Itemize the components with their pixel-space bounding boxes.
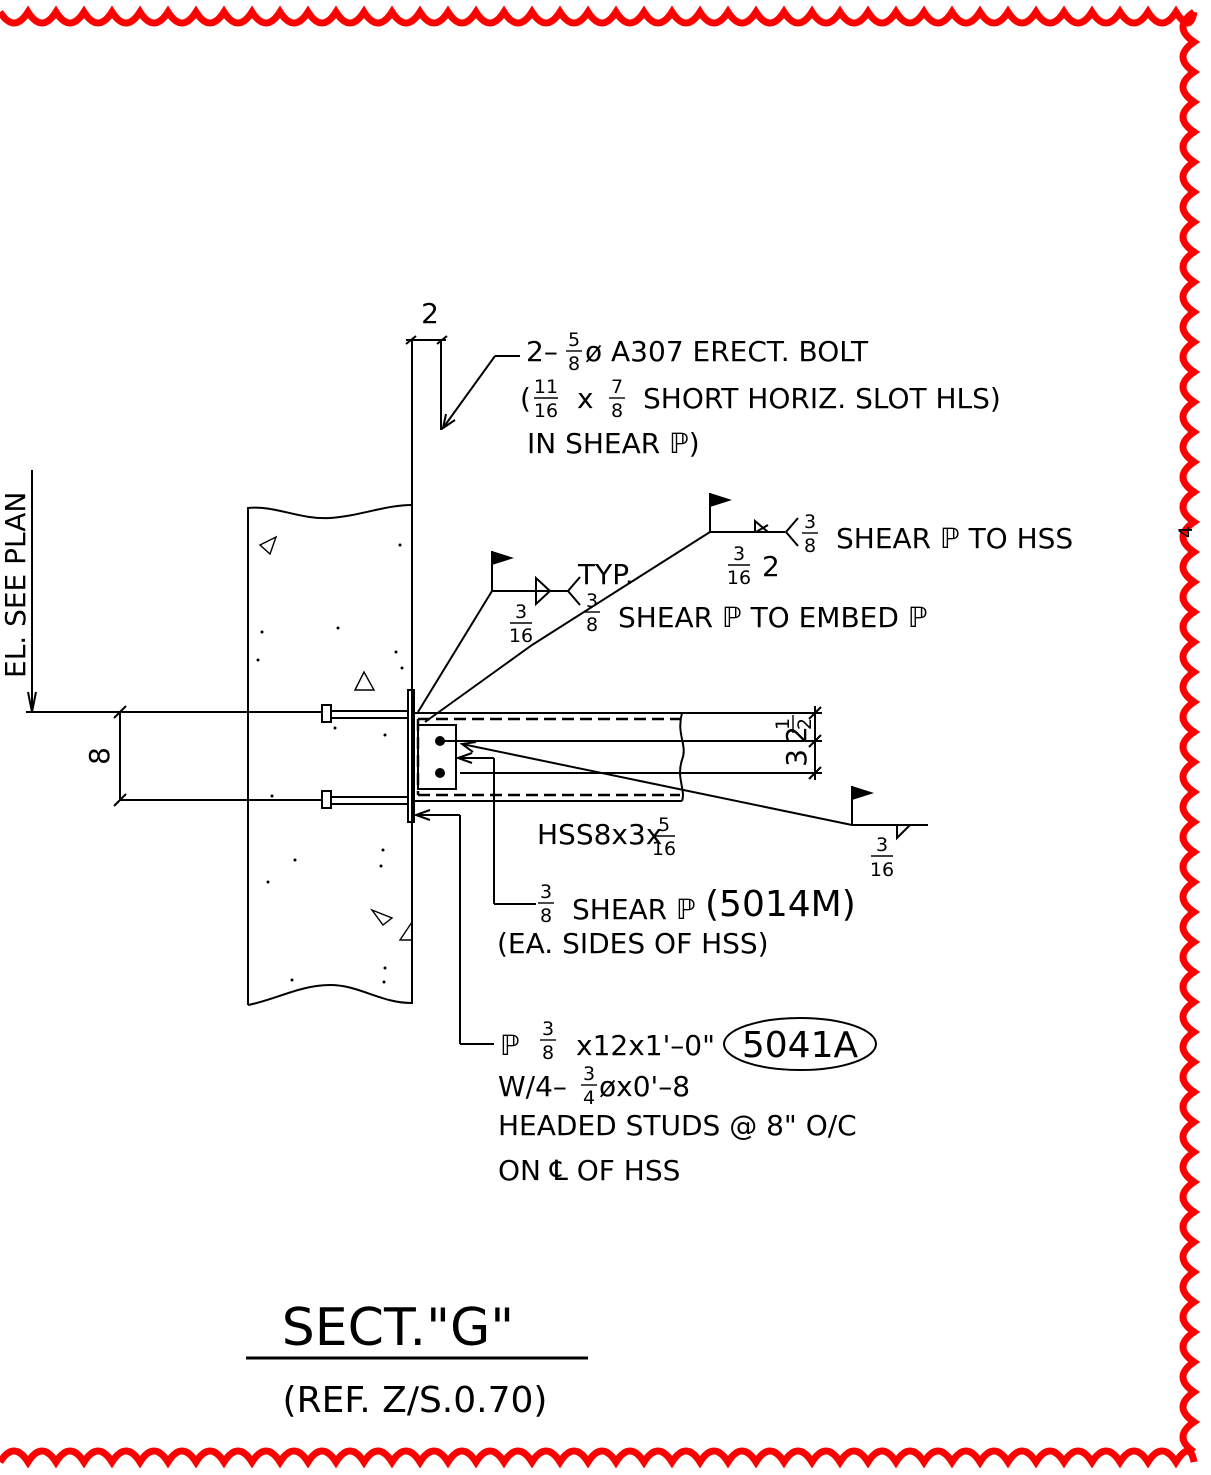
- weld-bottom-num: 3: [876, 834, 888, 856]
- embed-note-line3: HEADED STUDS @ 8" O/C: [498, 1109, 857, 1142]
- field-weld-flag-embed: [492, 551, 514, 565]
- weld-embed-lower-num: 3: [515, 601, 527, 623]
- bolt-note: 2– 5 8 ø A307 ERECT. BOLT ( 11 16 x 7 8 …: [441, 329, 1001, 460]
- shear-plate-frac-num: 3: [540, 881, 552, 903]
- slot-width-num: 11: [534, 376, 558, 398]
- shear-plate: [417, 724, 457, 790]
- concrete-dots: [256, 543, 404, 984]
- hss-member: [414, 712, 685, 802]
- shear-plate-line2: (EA. SIDES OF HSS): [497, 927, 769, 960]
- bolt-note-frac-num: 5: [568, 329, 580, 351]
- revision-cloud-top: [0, 5, 1198, 27]
- bolt-note-line3: IN SHEAR ℙ): [527, 427, 700, 460]
- shear-plate-note: 3 8 SHEAR ℙ (5014M) (EA. SIDES OF HSS): [455, 752, 856, 960]
- embed-plate-note: ℙ 3 8 x12x1'–0" 5041A W/4– 3 4 øx0'–8 HE…: [413, 809, 877, 1187]
- hss-label-text: HSS8x3x: [537, 818, 662, 851]
- weld-symbol-bottom: 3 16: [459, 741, 928, 881]
- concrete-aggregate-marks: [258, 535, 413, 941]
- weld-embed-size-num: 3: [586, 590, 598, 612]
- edge-fragment: 4: [1175, 526, 1197, 538]
- shear-plate-text: SHEAR ℙ: [572, 893, 696, 926]
- weld-top-length: 2: [762, 550, 780, 583]
- dim-right-small: 2: [780, 726, 813, 744]
- embed-plate-mark: 5041A: [742, 1025, 859, 1066]
- revision-cloud: [0, 5, 1201, 1469]
- field-weld-flag-bottom: [852, 786, 874, 800]
- embed-note-line2-prefix: W/4–: [498, 1070, 567, 1103]
- embed-plate-frac-num: 3: [542, 1018, 554, 1040]
- section-reference: (REF. Z/S.0.70): [283, 1380, 548, 1421]
- bolt-note-prefix: 2–: [526, 335, 558, 368]
- embed-note-line4: ON ℄ OF HSS: [498, 1154, 680, 1187]
- piece-mark-bubble: [723, 1017, 877, 1071]
- weld-embed-size-den: 8: [586, 614, 598, 636]
- weld-bottom-den: 16: [870, 859, 894, 881]
- embed-plate: [321, 689, 415, 823]
- section-title: SECT."G": [282, 1298, 514, 1358]
- bolt-note-line1: ø A307 ERECT. BOLT: [585, 335, 869, 368]
- headed-stud-bottom: [321, 790, 408, 809]
- revision-cloud-bottom: [0, 1447, 1198, 1469]
- slot-times: x: [577, 382, 594, 415]
- shear-plate-frac-den: 8: [540, 905, 552, 927]
- revision-cloud-right: [1179, 9, 1201, 1455]
- weld-symbol-top: 3 8 SHEAR ℙ TO HSS 3 16 2: [424, 493, 1073, 723]
- bolt-note-line2: SHORT HORIZ. SLOT HLS): [643, 382, 1001, 415]
- slot-length-den: 8: [611, 400, 623, 422]
- stud-dia-num: 3: [583, 1063, 595, 1085]
- erection-bolt-bottom: [435, 768, 445, 778]
- elevation-note: EL. SEE PLAN: [0, 492, 32, 678]
- dim-top-value: 2: [421, 297, 439, 330]
- weld-embed-typ: TYP.: [577, 558, 634, 591]
- embed-note-line2: øx0'–8: [599, 1070, 690, 1103]
- headed-stud-top: [321, 704, 408, 723]
- hss-label: HSS8x3x 5 16: [537, 814, 676, 860]
- stud-dia-den: 4: [583, 1087, 595, 1109]
- weld-embed-lower-den: 16: [509, 625, 533, 647]
- dim-left-value: 8: [83, 747, 116, 765]
- dim-right-value: 3: [780, 749, 813, 767]
- dim-right-frac-num: 1: [772, 718, 794, 730]
- weld-symbol-embed: TYP. 3 8 SHEAR ℙ TO EMBED ℙ 3 16: [417, 551, 927, 713]
- hole-dimensions: 3 2 1 2: [440, 706, 822, 780]
- elevation-marker: EL. SEE PLAN: [0, 470, 322, 713]
- embed-plate-dims: x12x1'–0": [576, 1029, 715, 1062]
- concrete-wall: [247, 504, 413, 1006]
- slot-length-num: 7: [611, 376, 623, 398]
- embed-plate-symbol: ℙ: [500, 1029, 520, 1062]
- slot-width-den: 16: [534, 400, 558, 422]
- gap-dimension: 2: [405, 297, 448, 505]
- dim-right-frac-den: 2: [794, 718, 816, 730]
- shear-plate-mark: (5014M): [705, 884, 856, 925]
- stud-spacing-dimension: 8: [83, 705, 322, 807]
- weld-top-size-num: 3: [804, 511, 816, 533]
- weld-top-lower-num: 3: [733, 543, 745, 565]
- field-weld-flag-top: [710, 493, 732, 507]
- hss-label-frac-den: 16: [652, 838, 676, 860]
- section-title-block: SECT."G" (REF. Z/S.0.70): [246, 1298, 588, 1421]
- weld-top-lower-den: 16: [727, 567, 751, 589]
- bolt-note-frac-den: 8: [568, 353, 580, 375]
- bolt-note-paren: (: [520, 382, 531, 415]
- weld-top-size-den: 8: [804, 535, 816, 557]
- weld-top-text: SHEAR ℙ TO HSS: [836, 522, 1073, 555]
- embed-plate-frac-den: 8: [542, 1042, 554, 1064]
- weld-embed-text: SHEAR ℙ TO EMBED ℙ: [618, 601, 927, 634]
- hss-label-frac-num: 5: [658, 814, 670, 836]
